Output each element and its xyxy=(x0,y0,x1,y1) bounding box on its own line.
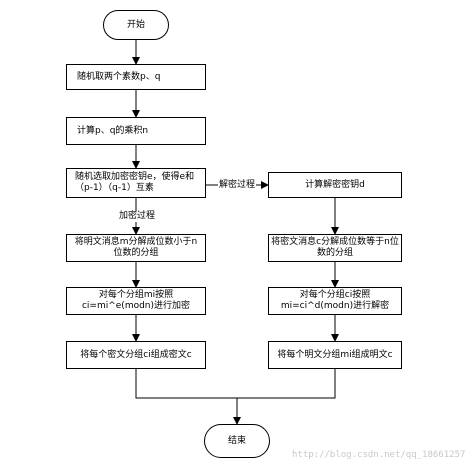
end-node: 结束 xyxy=(204,424,270,458)
merge-ciphertext-step: 将每个密文分组ci组成密文c xyxy=(66,341,206,369)
compute-d-step: 计算解密密钥d xyxy=(268,172,402,198)
compute-d-text: 计算解密密钥d xyxy=(305,180,365,190)
generate-primes-step: 随机取两个素数p、q xyxy=(66,64,206,90)
split-plaintext-step: 将明文消息m分解成位数小于n 位数的分组 xyxy=(66,234,206,262)
watermark-text: http://blog.csdn.net/qq_18661257 xyxy=(292,450,466,460)
compute-n-step: 计算p、q的乘积n xyxy=(66,117,206,145)
encrypt-text: 对每个分组mi按照 ci=mi^e(modn)进行加密 xyxy=(81,290,191,311)
start-node-text: 开始 xyxy=(126,20,145,30)
line-merge-cipher-down xyxy=(135,369,336,399)
encrypt-step: 对每个分组mi按照 ci=mi^e(modn)进行加密 xyxy=(66,287,206,315)
start-node: 开始 xyxy=(103,10,169,40)
merge-plaintext-step: 将每个明文分组mi组成明文c xyxy=(268,341,402,369)
decrypt-process-label: 解密过程 xyxy=(218,180,257,191)
split-ciphertext-step: 将密文消息c分解成位数等于n位 数的分组 xyxy=(268,234,402,262)
generate-primes-text: 随机取两个素数p、q xyxy=(77,72,161,82)
merge-ciphertext-text: 将每个密文分组ci组成密文c xyxy=(80,350,192,360)
choose-e-text: 随机选取加密密钥e，使得e和 （p-1）（q-1）互素 xyxy=(75,172,195,193)
split-ciphertext-text: 将密文消息c分解成位数等于n位 数的分组 xyxy=(271,237,399,258)
compute-n-text: 计算p、q的乘积n xyxy=(77,126,149,136)
encrypt-process-label: 加密过程 xyxy=(118,211,157,222)
decrypt-step: 对每个分组ci按照 mi=ci^d(modn)进行解密 xyxy=(268,287,402,315)
split-plaintext-text: 将明文消息m分解成位数小于n 位数的分组 xyxy=(74,237,198,258)
end-node-text: 结束 xyxy=(227,436,246,446)
choose-e-step: 随机选取加密密钥e，使得e和 （p-1）（q-1）互素 xyxy=(66,168,206,198)
decrypt-text: 对每个分组ci按照 mi=ci^d(modn)进行解密 xyxy=(280,290,390,311)
merge-plaintext-text: 将每个明文分组mi组成明文c xyxy=(277,350,393,360)
